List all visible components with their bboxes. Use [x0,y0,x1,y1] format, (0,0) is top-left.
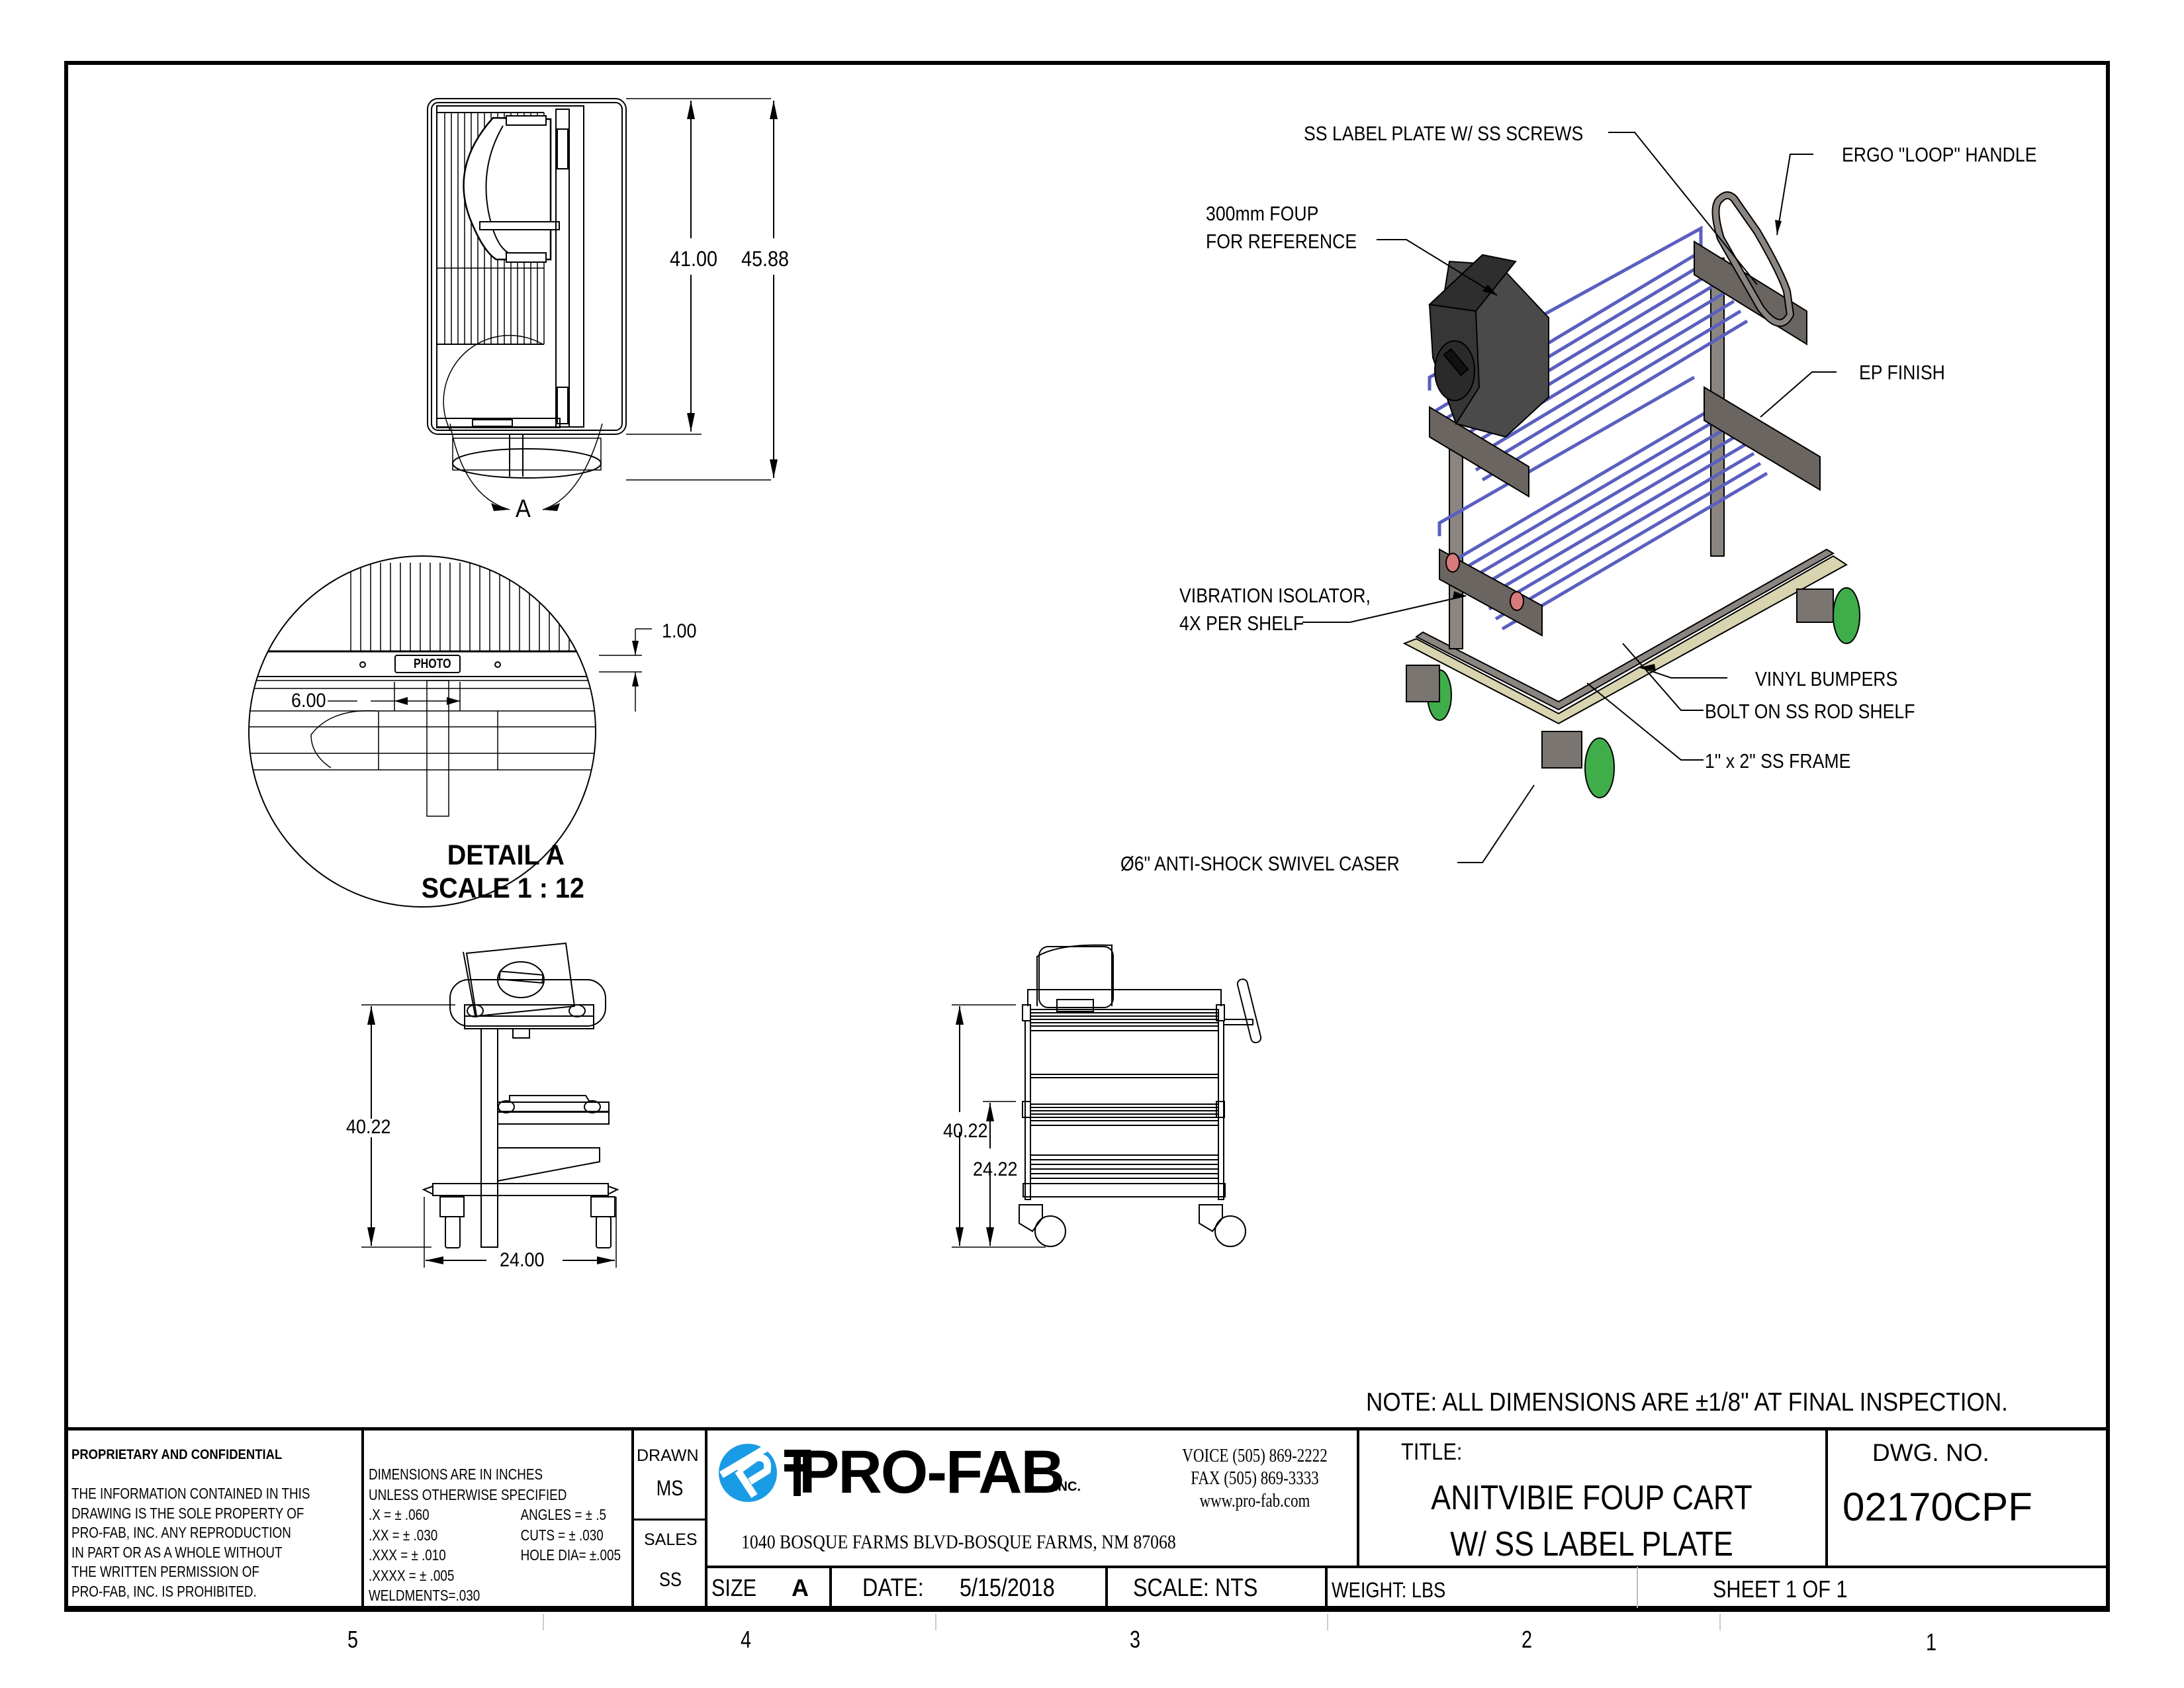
divider [705,1429,707,1609]
company-name: PRO-FAB [799,1438,1065,1506]
tolerance-left: .XXX = ± .010 [369,1546,446,1564]
divider [631,1519,705,1521]
fax-number: FAX (505) 869-3333 [1191,1468,1319,1489]
zone-tick [543,1614,544,1630]
company-suffix: INC. [1054,1479,1081,1494]
tolerance-left: .XXXX = ± .005 [369,1566,455,1584]
title-line-2: W/ SS LABEL PLATE [1450,1525,1733,1564]
title-line-1: ANITVIBIE FOUP CART [1431,1479,1752,1517]
sales-value: SS [659,1569,682,1591]
tolerance-row: WELDMENTS=.030 [369,1585,621,1606]
size-value: A [792,1574,809,1601]
tolerance-left: .X = ± .060 [369,1506,430,1523]
dimension-note: NOTE: ALL DIMENSIONS ARE ±1/8" AT FINAL … [1366,1388,2008,1417]
callout-ss-frame: 1" x 2" SS FRAME [1705,749,1851,773]
tolerance-row: .XXXX = ± .005 [369,1566,621,1586]
divider [1325,1567,1328,1609]
tolerance-right: CUTS = ± .030 [520,1526,604,1544]
tolerance-row: .XX = ± .030 CUTS = ± .030 [369,1525,621,1546]
front-dim-40-22: 40.22 [943,1120,988,1142]
detail-marker-a: A [516,495,531,523]
dwg-no-value: 02170CPF [1843,1485,2032,1529]
side-dim-24-00: 24.00 [500,1249,545,1271]
tolerances: DIMENSIONS ARE IN INCHES UNLESS OTHERWIS… [369,1464,621,1606]
tolerance-line: DIMENSIONS ARE IN INCHES [369,1466,543,1483]
detail-plate-text: PHOTO [414,657,451,671]
callout-foup-line2: FOR REFERENCE [1206,230,1357,253]
side-dim-40-22: 40.22 [346,1116,391,1138]
callout-ep-finish: EP FINISH [1859,361,1945,384]
proprietary-line: THE WRITTEN PERMISSION OF [71,1563,259,1580]
scale-value: SCALE: NTS [1133,1574,1258,1602]
sheet-number: SHEET 1 OF 1 [1713,1575,1848,1603]
detail-scale: SCALE 1 : 12 [421,872,584,904]
zone-tick [1327,1614,1328,1630]
sheet-bottom-line [64,1608,2110,1612]
tolerance-row: .X = ± .060 ANGLES = ± .5 [369,1505,621,1525]
zone-tick [1719,1614,1721,1630]
tolerance-row: .XXX = ± .010 HOLE DIA= ±.005 [369,1545,621,1566]
pro-fab-logo-icon [719,1444,811,1502]
proprietary-line: DRAWING IS THE SOLE PROPERTY OF [71,1504,304,1522]
zone-tick [935,1614,936,1630]
dim-1-00: 1.00 [662,620,697,642]
dim-45-88: 45.88 [741,247,790,271]
divider [829,1567,832,1609]
callout-foup-line1: 300mm FOUP [1206,202,1319,225]
tolerance-right: HOLE DIA= ±.005 [520,1546,621,1564]
divider [1105,1567,1108,1609]
drawn-label: DRAWN [637,1446,699,1465]
detail-title: DETAIL A [447,839,565,871]
title-label: TITLE: [1401,1439,1463,1465]
voice-phone: VOICE (505) 869-2222 [1182,1446,1328,1466]
proprietary-line: PRO-FAB, INC. IS PROHIBITED. [71,1582,257,1600]
proprietary-notice: THE INFORMATION CONTAINED IN THIS DRAWIN… [71,1484,310,1601]
zone-5: 5 [347,1626,359,1653]
callout-isolator-line2: 4X PER SHELF [1179,612,1304,635]
callout-label-plate: SS LABEL PLATE W/ SS SCREWS [1304,122,1584,145]
callout-isolator-line1: VIBRATION ISOLATOR, [1179,584,1371,607]
dim-6-00: 6.00 [291,690,326,712]
tolerance-left: .XX = ± .030 [369,1526,438,1544]
callout-vinyl-bumpers: VINYL BUMPERS [1755,667,1898,690]
dim-41-00: 41.00 [670,247,718,271]
front-dim-24-22: 24.22 [973,1158,1018,1180]
divider [1357,1429,1359,1566]
tolerance-right: ANGLES = ± .5 [520,1506,606,1523]
proprietary-line: THE INFORMATION CONTAINED IN THIS [71,1485,310,1502]
title-block-top-line [64,1427,2110,1430]
drawn-value: MS [656,1476,684,1500]
divider [1825,1429,1828,1566]
date-label: DATE: [862,1574,924,1602]
company-address: 1040 BOSQUE FARMS BLVD-BOSQUE FARMS, NM … [741,1531,1176,1553]
proprietary-line: PRO-FAB, INC. ANY REPRODUCTION [71,1524,291,1541]
zone-1: 1 [1926,1628,1937,1656]
tolerance-left: WELDMENTS=.030 [369,1587,480,1604]
callout-loop-handle: ERGO "LOOP" HANDLE [1842,143,2037,166]
weight-value: WEIGHT: LBS [1332,1578,1446,1602]
website-link: www.pro-fab.com [1199,1491,1310,1511]
callout-caster: Ø6" ANTI-SHOCK SWIVEL CASER [1120,852,1400,875]
company-logo: PRO-FAB INC. [718,1438,1142,1506]
zone-2: 2 [1522,1626,1533,1653]
dwg-no-label: DWG. NO. [1872,1439,1989,1466]
callout-rod-shelf: BOLT ON SS ROD SHELF [1705,700,1915,723]
proprietary-heading: PROPRIETARY AND CONFIDENTIAL [71,1447,283,1462]
date-value: 5/15/2018 [960,1574,1055,1602]
divider [1637,1567,1638,1609]
zone-4: 4 [741,1626,752,1653]
zone-3: 3 [1130,1626,1141,1653]
proprietary-line: IN PART OR AS A WHOLE WITHOUT [71,1543,283,1561]
size-label: SIZE [711,1574,757,1601]
sales-label: SALES [644,1530,698,1549]
divider [361,1429,364,1609]
drawing-title: ANITVIBIE FOUP CART W/ SS LABEL PLATE [1390,1475,1792,1568]
company-contact: VOICE (505) 869-2222 FAX (505) 869-3333 … [1173,1445,1336,1513]
tolerance-line: UNLESS OTHERWISE SPECIFIED [369,1485,567,1503]
title-block-row-line [705,1566,2110,1568]
